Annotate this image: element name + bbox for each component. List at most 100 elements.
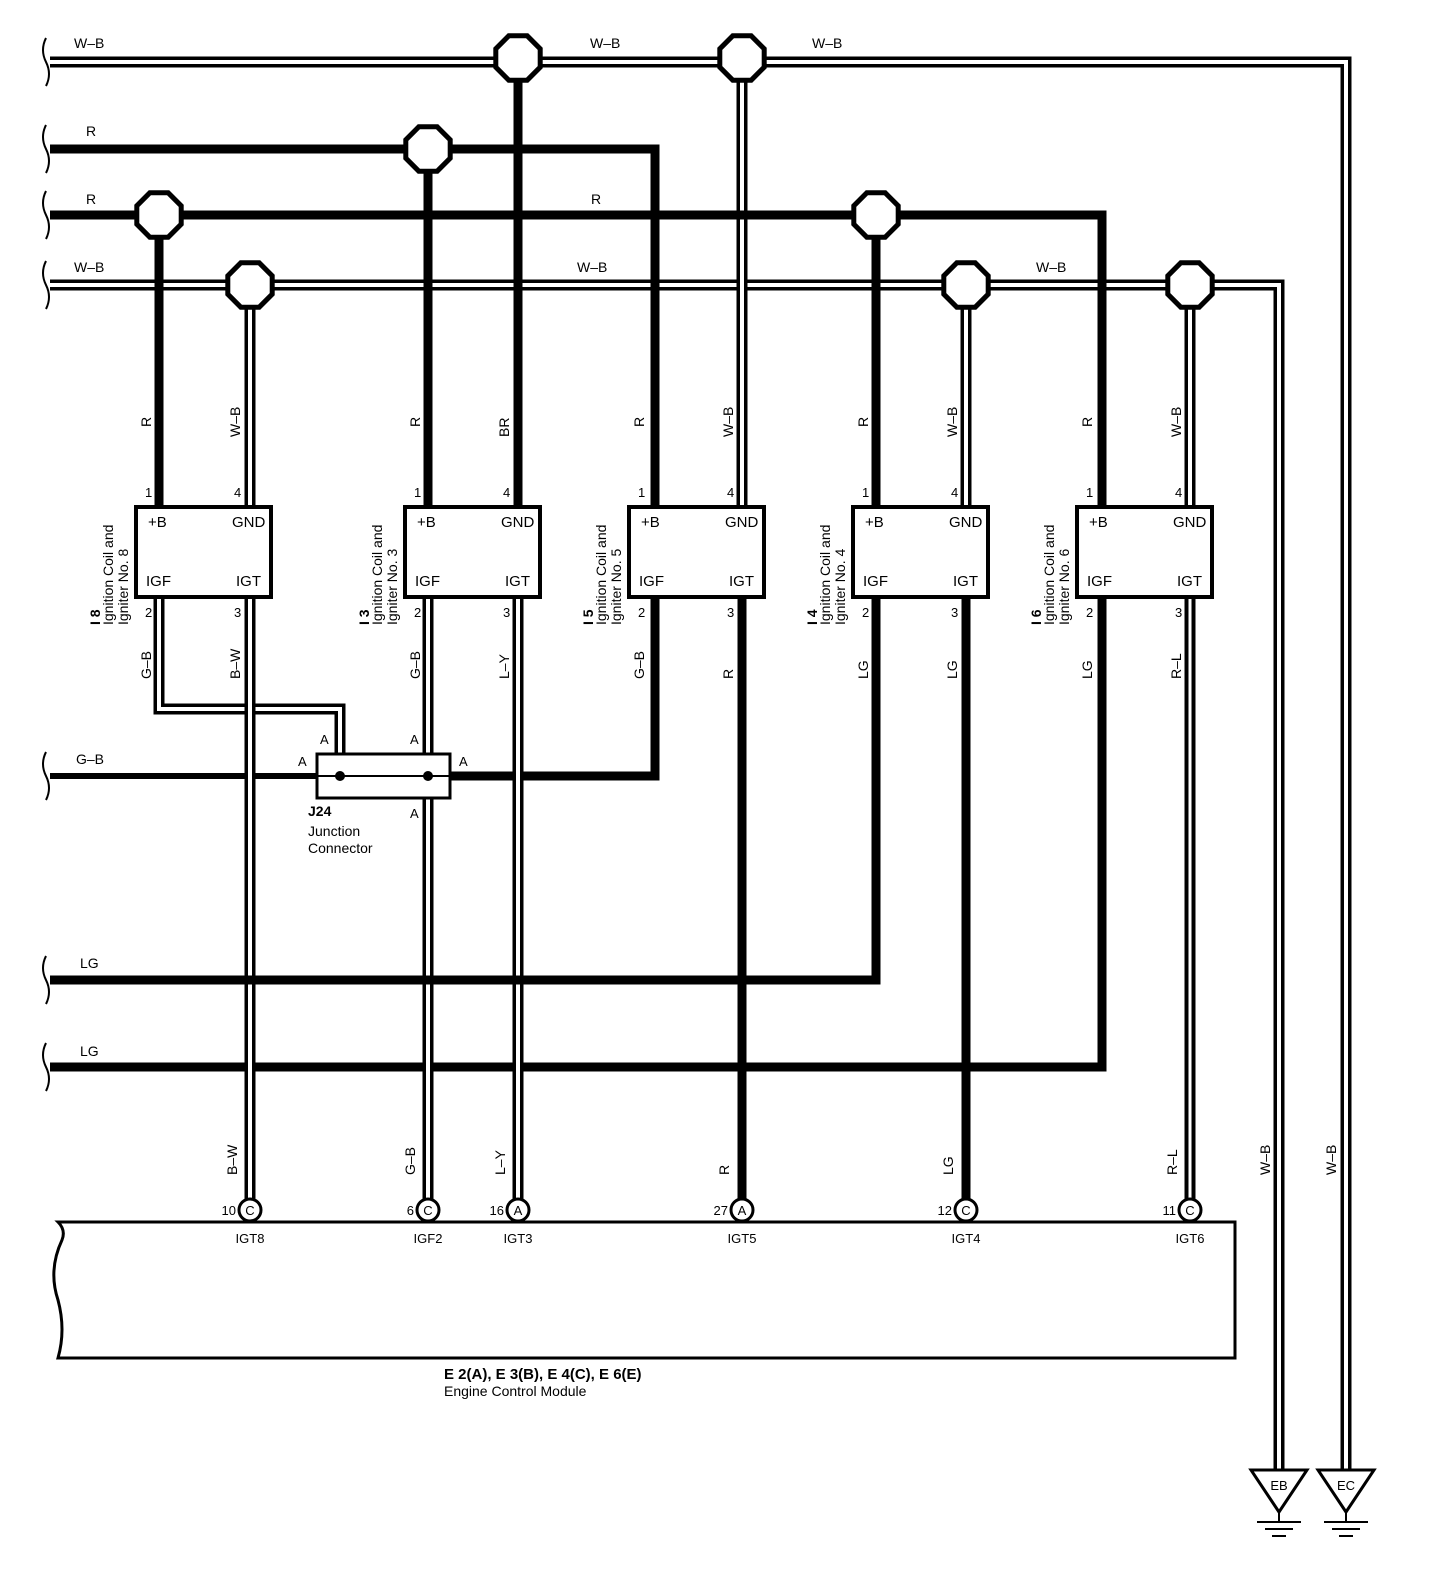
connector-letter: A xyxy=(738,1203,747,1218)
terminal-igt: IGT xyxy=(729,573,754,590)
terminal-label: IGF2 xyxy=(414,1231,443,1246)
pin-number: 1 xyxy=(862,485,869,500)
wire-wb-top-bus xyxy=(50,56,1352,1470)
wire-color-label: R xyxy=(631,417,647,427)
ecm-title: E 2(A), E 3(B), E 4(C), E 6(E) xyxy=(444,1366,642,1383)
pin-number: 2 xyxy=(1086,605,1093,620)
terminal-plus-b: +B xyxy=(148,514,167,531)
igniter-name: Igniter No. 4 xyxy=(832,549,848,625)
terminal-gnd: GND xyxy=(501,514,535,531)
terminal-label: IGT5 xyxy=(728,1231,757,1246)
wire-color-label: R xyxy=(1079,417,1095,427)
wire-color-label: B–W xyxy=(227,648,243,679)
wire-color-label: W–B xyxy=(720,407,736,437)
terminal-circle xyxy=(1177,1197,1203,1223)
wire-color-label: LG xyxy=(1079,660,1095,679)
terminal-number: 11 xyxy=(1163,1203,1177,1218)
wire-color-label: L–Y xyxy=(492,1149,508,1175)
connector-letter: C xyxy=(423,1203,432,1218)
pin-number: 4 xyxy=(503,485,510,500)
pin-number: 3 xyxy=(951,605,958,620)
wire-color-label: W–B xyxy=(944,407,960,437)
terminal-igt: IGT xyxy=(236,573,261,590)
igniter-id: I 5 xyxy=(580,609,596,625)
splice-point xyxy=(941,260,991,310)
ground-symbol: EB xyxy=(1248,1468,1310,1537)
pin-number: 4 xyxy=(1175,485,1182,500)
terminal-gnd: GND xyxy=(949,514,983,531)
pin-number: 4 xyxy=(234,485,241,500)
wire-color-label: LG xyxy=(944,660,960,679)
ecm-terminals: C10IGT8B–WC6IGF2G–BA16IGT3L–YA27IGT5RC12… xyxy=(222,1144,1205,1246)
igniter-id: I 8 xyxy=(87,609,103,625)
pin-number: 1 xyxy=(638,485,645,500)
igniter-name: Igniter No. 5 xyxy=(608,549,624,625)
wire-color-label: R xyxy=(407,417,423,427)
label-lg1: LG xyxy=(80,955,99,971)
pin-number: 3 xyxy=(1175,605,1182,620)
pin-number: 4 xyxy=(951,485,958,500)
igniter-name: Ignition Coil and xyxy=(1041,525,1057,625)
label-gb: G–B xyxy=(76,751,104,767)
wire-wb-mid-bus xyxy=(50,279,1285,1470)
pin-number: 2 xyxy=(862,605,869,620)
wire-color-label: B–W xyxy=(224,1144,240,1175)
terminal-number: 16 xyxy=(490,1203,504,1218)
terminal-number: 6 xyxy=(407,1203,414,1218)
terminal-igf: IGF xyxy=(863,573,888,590)
ground-triangle xyxy=(1248,1468,1310,1515)
splices xyxy=(134,33,1215,310)
break-marks xyxy=(42,37,50,1092)
terminal-igt: IGT xyxy=(1177,573,1202,590)
engine-control-module: C10IGT8B–WC6IGF2G–BA16IGT3L–YA27IGT5RC12… xyxy=(52,1144,1237,1399)
terminal-igt: IGT xyxy=(953,573,978,590)
wire-lg-bus-1 xyxy=(50,598,881,985)
pin-number: 2 xyxy=(414,605,421,620)
splice-point xyxy=(403,124,453,174)
wire-color-label: G–B xyxy=(138,651,154,679)
igniter-name: Ignition Coil and xyxy=(817,525,833,625)
igniter-id: I 3 xyxy=(356,609,372,625)
wire-color-label: W–B xyxy=(227,407,243,437)
wire-r-bus-2 xyxy=(50,210,1107,1072)
jc-pin-a-left: A xyxy=(298,754,307,769)
wire-color-label: G–B xyxy=(402,1147,418,1175)
ground-symbol: EC xyxy=(1315,1468,1377,1537)
ground-triangle xyxy=(1315,1468,1377,1515)
igniter-box xyxy=(1075,505,1214,599)
terminal-gnd: GND xyxy=(1173,514,1207,531)
connector-letter: A xyxy=(514,1203,523,1218)
label-wb-top-2: W–B xyxy=(590,35,620,51)
jc-pin-a-bottom: A xyxy=(410,806,419,821)
label-r1: R xyxy=(86,123,96,139)
terminal-gnd: GND xyxy=(232,514,266,531)
bus-labels: W–B W–B W–B R R R W–B W–B W–B G–B LG LG xyxy=(74,35,1066,1059)
igniter-name: Igniter No. 8 xyxy=(115,549,131,625)
wire-color-label: R–L xyxy=(1168,653,1184,679)
terminal-label: IGT4 xyxy=(952,1231,981,1246)
igniter-box xyxy=(851,505,990,599)
wire-color-label: R xyxy=(720,669,736,679)
terminal-label: IGT3 xyxy=(504,1231,533,1246)
terminal-plus-b: +B xyxy=(865,514,884,531)
ground-id: EC xyxy=(1337,1478,1355,1493)
jc-pin-a-top1: A xyxy=(320,732,329,747)
terminal-igf: IGF xyxy=(146,573,171,590)
wire-color-label: G–B xyxy=(407,651,423,679)
wire-gnd-drops xyxy=(244,62,1196,508)
terminal-plus-b: +B xyxy=(641,514,660,531)
pin-number: 4 xyxy=(727,485,734,500)
terminal-plus-b: +B xyxy=(417,514,436,531)
terminal-igt: IGT xyxy=(505,573,530,590)
terminal-label: IGT6 xyxy=(1176,1231,1205,1246)
splice-point xyxy=(717,33,767,83)
jc-pin-a-right: A xyxy=(459,754,468,769)
wire-color-label: LG xyxy=(940,1156,956,1175)
